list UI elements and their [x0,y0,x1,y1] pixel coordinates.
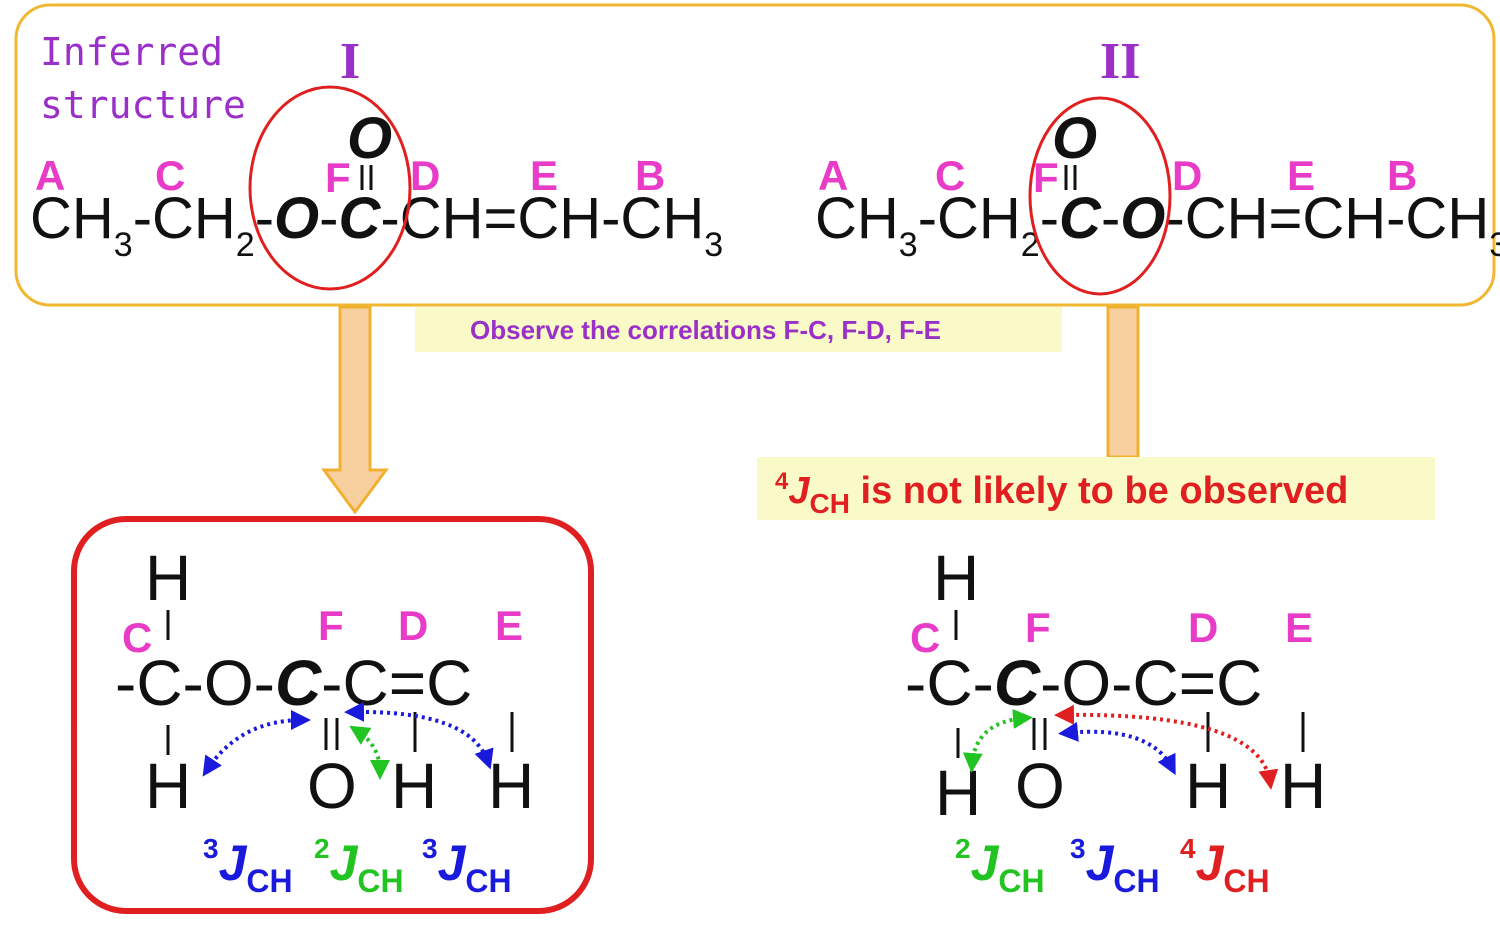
svg-text:2JCH: 2JCH [955,833,1045,899]
arrow-shaft-II [1106,305,1140,459]
svg-text:O: O [307,750,357,822]
carbonyl-oxygen: O [347,106,392,171]
coupling-arrow-2J [962,708,1033,773]
structure-I-numeral: I [340,33,360,90]
fragment-I-couplings: 3JCH 2JCH 3JCH [203,833,512,899]
svg-text:O: O [1015,750,1065,822]
svg-text:H: H [391,750,437,822]
svg-text:3JCH: 3JCH [203,833,293,899]
label-B: B [635,152,665,199]
not-observed-note: 4JCH is not likely to be observed [775,468,1348,519]
arrow-down-I [321,305,389,515]
svg-text:H: H [1185,750,1231,822]
svg-text:2JCH: 2JCH [314,833,404,899]
svg-text:F: F [318,602,344,649]
ester-highlight-I [248,85,412,291]
coupling-arrow-3J [344,701,494,770]
svg-text:C: C [910,614,940,661]
svg-text:H: H [145,542,191,614]
svg-text:-C-C-O-C=C: -C-C-O-C=C [905,647,1262,719]
fragment-II: H C F D E -C-C-O-C=C H O H H [905,542,1326,829]
coupling-arrow-3J [202,710,311,777]
svg-text:H: H [1280,750,1326,822]
structure-II-numeral: II [1100,33,1140,90]
svg-text:D: D [1188,604,1218,651]
svg-text:H: H [145,750,191,822]
fragment-I-box [71,516,594,914]
svg-text:-C-O-C-C=C: -C-O-C-C=C [115,647,472,719]
label-A: A [818,152,848,199]
svg-text:F: F [1025,604,1051,651]
structure-I-formula: CH3-CH2-O-C-CH=CH-CH3 [30,186,723,264]
svg-text:3JCH: 3JCH [1070,833,1160,899]
title-line1: Inferred [40,30,223,74]
fragment-II-couplings: 2JCH 3JCH 4JCH [955,833,1270,899]
svg-text:4JCH: 4JCH [1180,833,1270,899]
label-C: C [935,152,965,199]
label-F: F [1033,154,1059,201]
structure-II-labels: A C F D E B [818,152,1417,201]
svg-text:H: H [488,750,534,822]
title-line2: structure [40,83,246,127]
svg-text:E: E [1285,604,1313,651]
ester-highlight-II [1028,96,1172,296]
label-A: A [35,152,65,199]
label-D: D [410,152,440,199]
label-B: B [1387,152,1417,199]
label-D: D [1172,152,1202,199]
label-C: C [155,152,185,199]
label-E: E [1287,152,1315,199]
svg-text:H: H [933,542,979,614]
svg-text:H: H [935,757,981,829]
svg-text:C: C [122,614,152,661]
fragment-I: H C F D E -C-O-C-C=C H O H H [115,542,534,822]
structure-I-labels: A C F D E B [35,152,665,201]
label-E: E [530,152,558,199]
label-F: F [325,154,351,201]
svg-text:D: D [398,602,428,649]
observe-note: Observe the correlations F-C, F-D, F-E [470,315,941,345]
coupling-arrow-4J [1054,704,1279,790]
coupling-arrow-2J [349,725,390,780]
svg-text:3JCH: 3JCH [422,833,512,899]
structure-II-formula: CH3-CH2-C-O-CH=CH-CH3 [815,186,1500,264]
svg-text:E: E [495,602,523,649]
coupling-arrow-3J [1058,721,1176,776]
inferred-structure-box [14,3,1496,307]
